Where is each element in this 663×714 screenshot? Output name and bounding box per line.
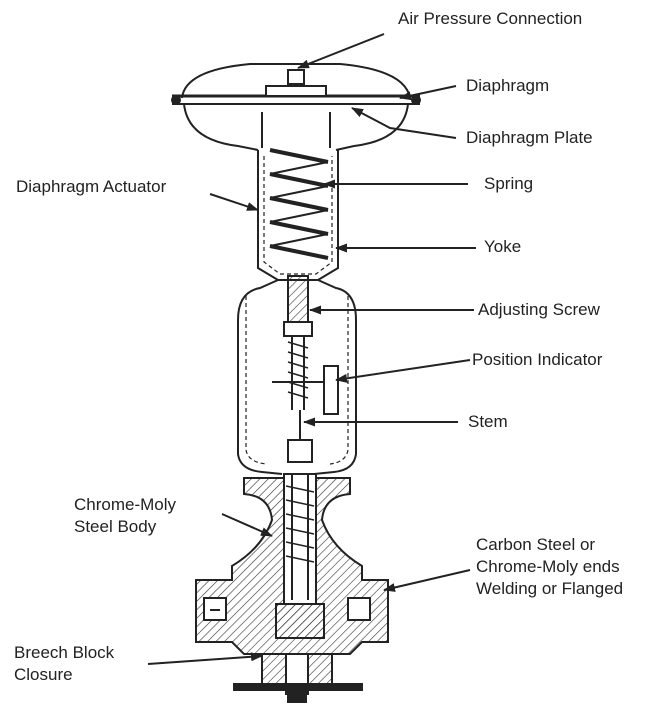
arrow-diaphragm <box>399 85 457 101</box>
arrow-position-indicator <box>335 359 471 383</box>
label-stem: Stem <box>468 412 508 431</box>
label-yoke: Yoke <box>484 237 522 256</box>
label-carbon-steel-ends: Carbon Steel or Chrome-Moly ends Welding… <box>476 534 623 600</box>
label-adjusting-screw: Adjusting Screw <box>478 300 600 319</box>
label-breech-block-closure: Breech Block Closure <box>14 642 114 686</box>
stem-and-screw <box>272 275 339 463</box>
label-diaphragm-actuator: Diaphragm Actuator <box>16 177 167 196</box>
label-body-line-1: Chrome-Moly <box>74 495 177 514</box>
label-position-indicator: Position Indicator <box>472 350 603 369</box>
arrow-diaphragm-plate <box>351 107 457 139</box>
label-chrome-moly-body: Chrome-Moly Steel Body <box>74 494 176 538</box>
label-ends-line-1: Carbon Steel or <box>476 535 596 554</box>
arrow-ends <box>383 569 471 592</box>
arrow-air-pressure <box>297 33 385 69</box>
arrow-diaphragm-actuator <box>209 193 259 211</box>
label-breech-line-2: Closure <box>14 665 73 684</box>
label-air-pressure-connection: Air Pressure Connection <box>398 9 583 28</box>
label-spring: Spring <box>484 174 534 193</box>
yoke-frame <box>237 279 357 475</box>
breech-closure <box>233 653 363 703</box>
diaphragm-housing <box>171 63 421 151</box>
spring-column <box>257 148 339 281</box>
label-breech-line-1: Breech Block <box>14 643 115 662</box>
arrow-breech <box>147 652 263 665</box>
label-diaphragm: Diaphragm <box>466 76 550 95</box>
label-diaphragm-plate: Diaphragm Plate <box>466 128 593 147</box>
label-ends-line-2: Chrome-Moly ends <box>476 557 620 576</box>
leader-lines <box>147 33 476 665</box>
label-ends-line-3: Welding or Flanged <box>476 579 624 598</box>
label-body-line-2: Steel Body <box>74 517 157 536</box>
valve-body <box>195 473 389 655</box>
arrow-body <box>221 513 273 537</box>
